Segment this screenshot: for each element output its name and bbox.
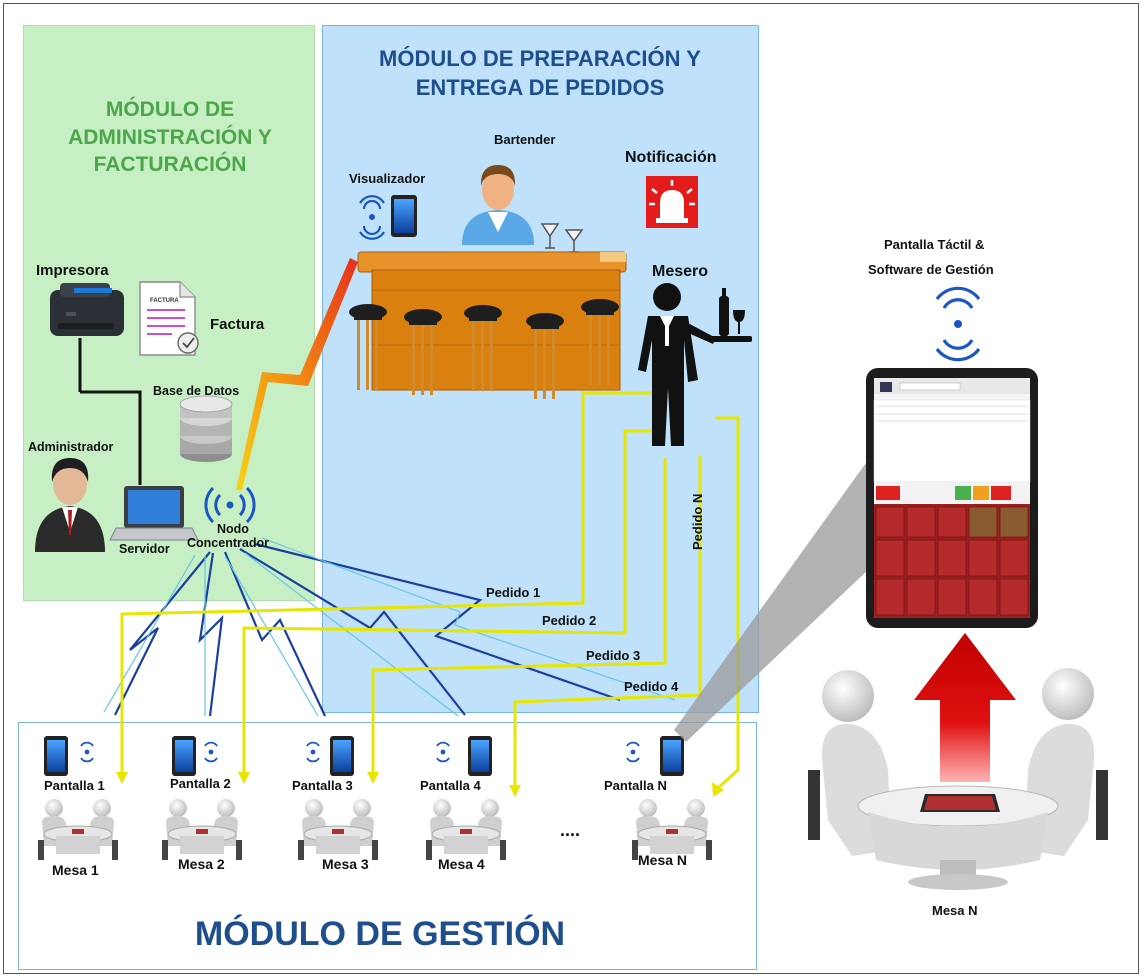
admin-title-line-2: ADMINISTRACIÓN Y [68, 125, 272, 149]
bartender-icon [462, 165, 534, 245]
upload-arrow-icon [914, 633, 1016, 782]
admin-module-title: MÓDULO DE ADMINISTRACIÓN Y FACTURACIÓN [40, 96, 300, 179]
diagram-frame [3, 3, 1139, 974]
mesa-n-label: Mesa N [638, 852, 688, 868]
mesa-n-icon [631, 798, 713, 861]
prep-module-title: MÓDULO DE PREPARACIÓN Y ENTREGA DE PEDID… [330, 44, 750, 102]
pantalla-tactil-line-2: Software de Gestión [868, 262, 994, 277]
waiter-icon [638, 283, 752, 446]
invoice-icon: FACTURA [139, 281, 199, 356]
factura-label: Factura [210, 316, 265, 333]
pantalla-2-label: Pantalla 2 [170, 776, 231, 791]
bartender-label: Bartender [494, 132, 556, 147]
concentrador-label: Concentrador [187, 536, 269, 550]
administrator-icon [35, 458, 105, 552]
pantalla-1-label: Pantalla 1 [44, 778, 105, 793]
invoice-doc-label: FACTURA [150, 298, 179, 304]
server-laptop-icon [109, 486, 199, 541]
mesa-3-label: Mesa 3 [322, 856, 369, 872]
nodo-concentrador-icon [204, 486, 256, 524]
gestion-module-title: MÓDULO DE GESTIÓN [194, 915, 566, 953]
mesa-4-label: Mesa 4 [438, 856, 485, 872]
notificacion-label: Notificación [625, 149, 717, 166]
table-tablets [44, 736, 684, 776]
mesa-n-big-label: Mesa N [932, 903, 978, 918]
pantalla-3-label: Pantalla 3 [292, 778, 353, 793]
nodo-label: Nodo [217, 522, 249, 536]
wireless-links-mesas [103, 537, 676, 717]
projection-beam [674, 460, 868, 742]
big-wifi-icon [935, 286, 981, 362]
pantalla-n-label: Pantalla N [604, 778, 667, 793]
ellipsis-label: .... [560, 820, 581, 840]
pantalla-4-label: Pantalla 4 [420, 778, 481, 793]
visualizador-device [359, 195, 417, 240]
mesa-1-label: Mesa 1 [52, 862, 99, 878]
base-datos-label: Base de Datos [153, 384, 240, 398]
pedido-n-label: Pedido N [690, 493, 705, 550]
printer-server-cable [80, 390, 142, 485]
pedido-3-label: Pedido 3 [586, 648, 641, 663]
pedido-4-label: Pedido 4 [624, 679, 679, 694]
visualizador-label: Visualizador [349, 171, 426, 186]
mesa-3-icon [297, 798, 379, 861]
mesa-icons [37, 798, 713, 861]
mesero-label: Mesero [652, 263, 709, 280]
pedido-arrowheads [116, 772, 724, 797]
mesa-2-icon [161, 798, 243, 861]
pedido-1-label: Pedido 1 [486, 585, 541, 600]
printer-icon [50, 283, 124, 336]
mesa-2-label: Mesa 2 [178, 856, 225, 872]
admin-title-line-3: FACTURACIÓN [93, 153, 247, 177]
admin-title-line-1: MÓDULO DE [105, 98, 235, 121]
bar-stools [349, 299, 619, 399]
mesa-1-icon [37, 798, 119, 861]
pantalla-tactil-line-1: Pantalla Táctil & [884, 237, 985, 252]
prep-title-line-1: MÓDULO DE PREPARACIÓN Y [379, 46, 701, 71]
notification-alarm-icon [646, 176, 698, 228]
impresora-label: Impresora [36, 262, 109, 279]
mesa-n-scene [808, 668, 1108, 890]
pedido-lines [120, 391, 740, 790]
pedido-2-label: Pedido 2 [542, 613, 597, 628]
servidor-label: Servidor [119, 542, 170, 556]
administrador-label: Administrador [28, 440, 114, 454]
glasses-icon [540, 223, 584, 253]
database-icon [179, 395, 233, 462]
mesa-4-icon [425, 798, 507, 861]
prep-title-line-2: ENTREGA DE PEDIDOS [415, 75, 665, 101]
big-tablet [866, 368, 1038, 628]
wireless-link-visualizador [236, 258, 358, 490]
